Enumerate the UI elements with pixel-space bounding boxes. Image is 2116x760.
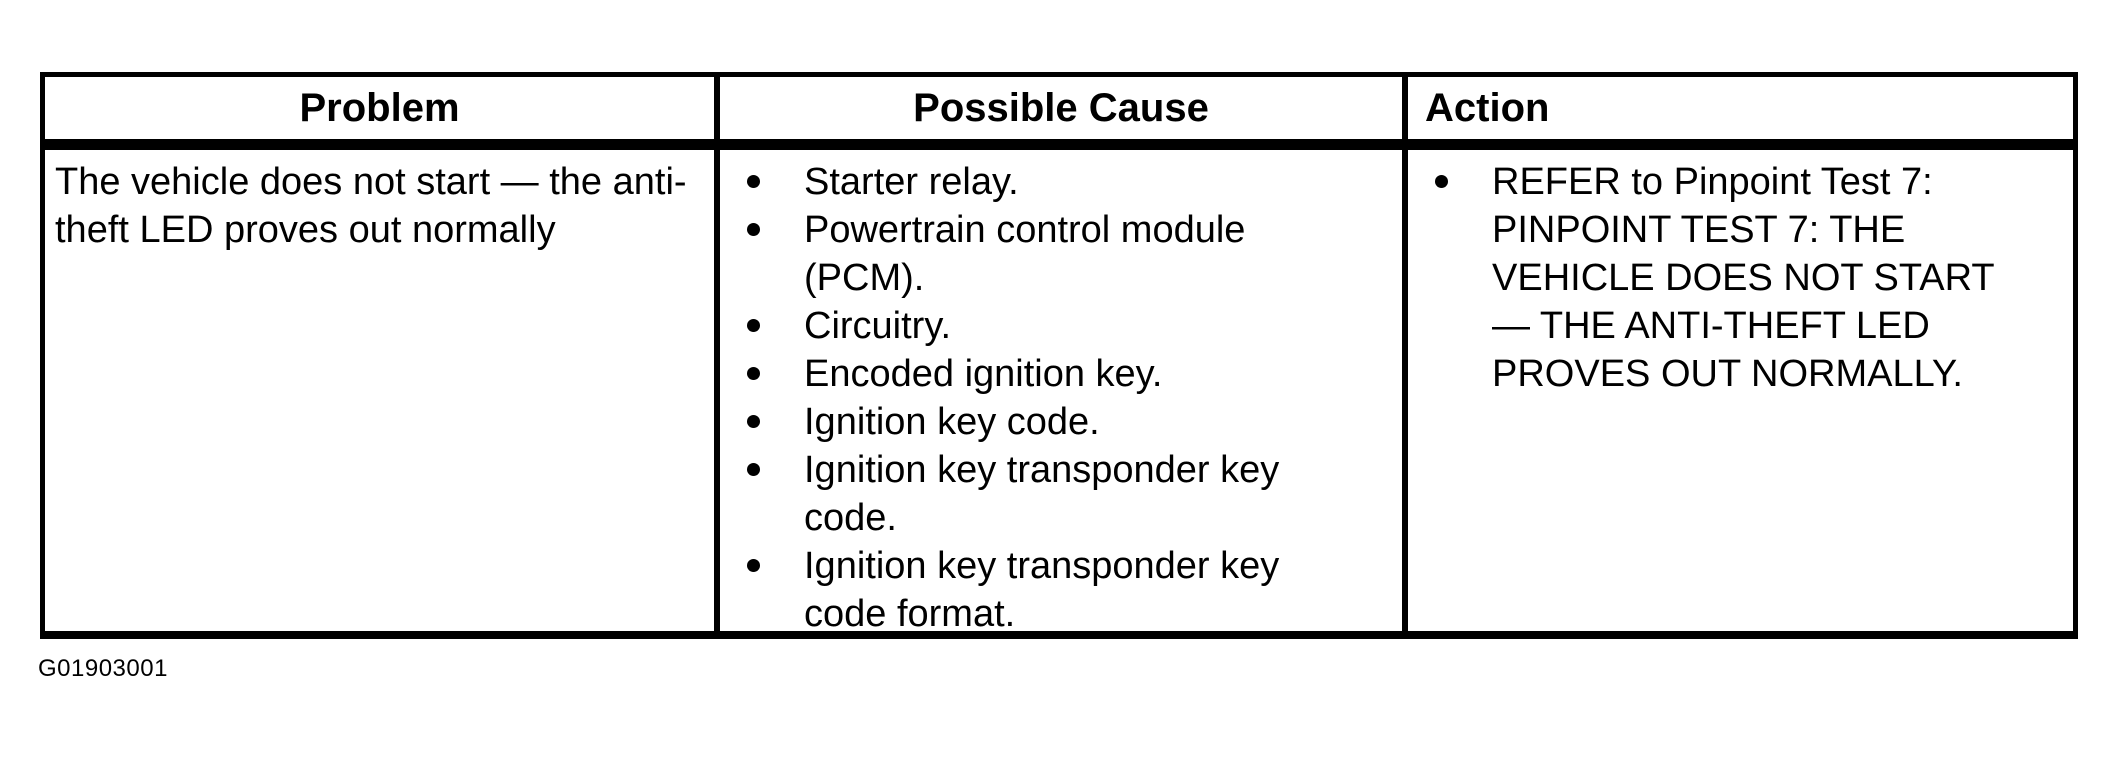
problem-cell: The vehicle does not start — the anti-th…: [45, 150, 720, 631]
problem-text: The vehicle does not start — the anti-th…: [55, 161, 687, 251]
bullet-item: Ignition key code.: [720, 398, 1402, 446]
column-header-possible-cause: Possible Cause: [720, 77, 1408, 139]
possible-cause-cell: Starter relay.Powertrain control module …: [720, 150, 1408, 635]
bullet-item: Starter relay.: [720, 158, 1402, 206]
bullet-item: Encoded ignition key.: [720, 350, 1402, 398]
bullet-item: REFER to Pinpoint Test 7: PINPOINT TEST …: [1408, 158, 2073, 398]
action-cell: REFER to Pinpoint Test 7: PINPOINT TEST …: [1408, 150, 2073, 631]
bullet-item: Circuitry.: [720, 302, 1402, 350]
column-header-problem: Problem: [45, 77, 720, 139]
table-header-row: Problem Possible Cause Action: [45, 77, 2073, 150]
possible-cause-list: Starter relay.Powertrain control module …: [720, 150, 1402, 638]
bullet-item: Ignition key transponder key code format…: [720, 542, 1402, 638]
diagnostic-table: Problem Possible Cause Action The vehicl…: [40, 72, 2078, 639]
action-list: REFER to Pinpoint Test 7: PINPOINT TEST …: [1408, 150, 2073, 398]
bullet-item: Powertrain control module (PCM).: [720, 206, 1402, 302]
column-header-action: Action: [1425, 86, 1550, 130]
figure-id-caption: G01903001: [38, 655, 168, 682]
table-row: The vehicle does not start — the anti-th…: [45, 150, 2073, 635]
bullet-item: Ignition key transponder key code.: [720, 446, 1402, 542]
